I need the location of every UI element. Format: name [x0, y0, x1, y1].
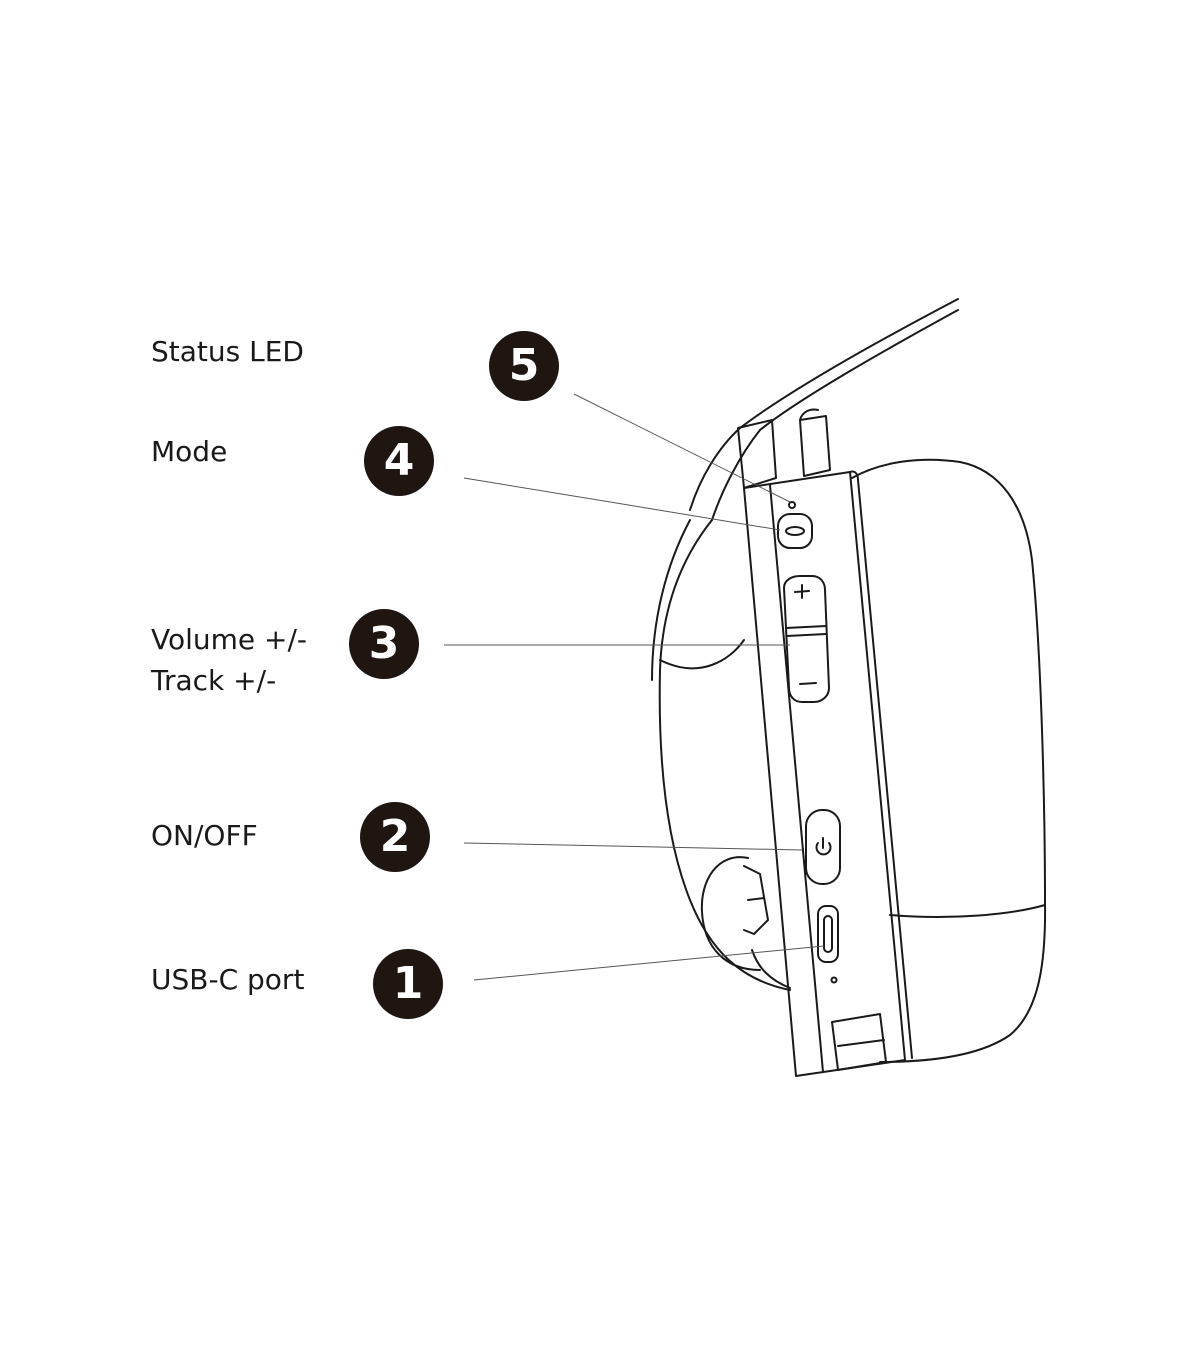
label-track: Track +/-: [151, 664, 277, 697]
side-panel: [743, 470, 913, 1077]
volume-rocker: [783, 575, 830, 703]
label-volume: Volume +/-: [151, 623, 308, 656]
label-on-off: ON/OFF: [151, 819, 258, 852]
mode-button: [777, 513, 813, 549]
label-mode: Mode: [151, 435, 228, 468]
headband: [689, 298, 959, 521]
callout-badge-3: 3: [349, 609, 419, 679]
leader-line-2: [463, 842, 803, 851]
callout-badge-5: 5: [489, 331, 559, 401]
status-led: [788, 501, 796, 509]
leader-line-1: [473, 945, 825, 981]
power-button: [805, 809, 841, 885]
hinge-knob: [700, 856, 791, 989]
leader-line-5: [573, 393, 791, 503]
usb-c-port: [817, 905, 839, 984]
back-cushion: [651, 519, 791, 991]
earcup-shell: [851, 458, 1047, 1063]
leader-line-4: [463, 477, 781, 531]
label-status-led: Status LED: [151, 335, 304, 368]
callout-badge-1: 1: [373, 949, 443, 1019]
callout-badge-4: 4: [364, 426, 434, 496]
callout-badge-2: 2: [360, 802, 430, 872]
label-usb-c-port: USB-C port: [151, 963, 305, 996]
